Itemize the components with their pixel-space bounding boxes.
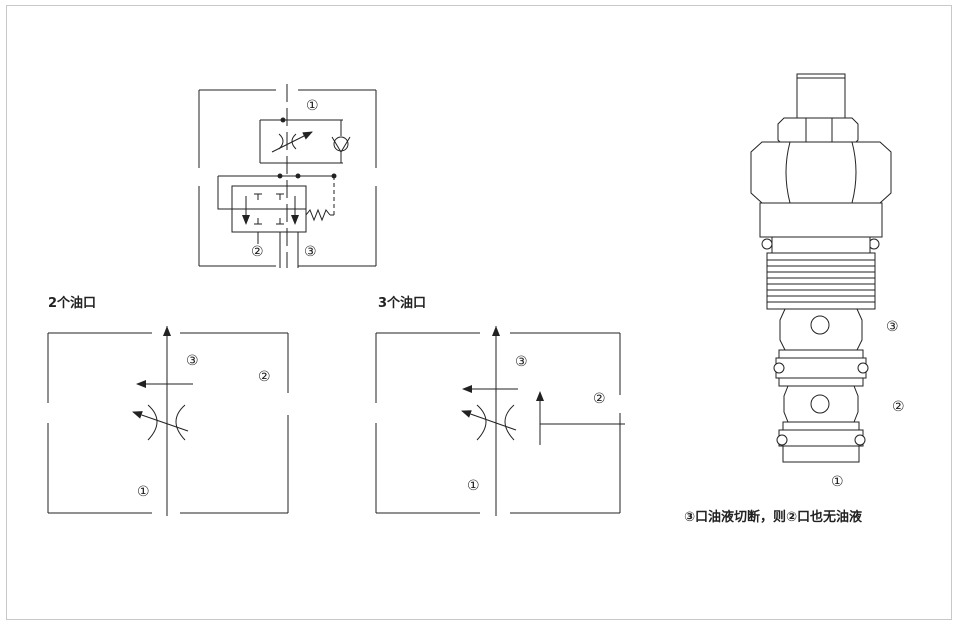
valve-caption: ③口油液切断，则②口也无油液 [684, 509, 862, 525]
figure-frame [6, 5, 952, 620]
schematic-port-2-label: ② [251, 244, 264, 260]
hydraulic-schematic [198, 84, 377, 268]
schematic-port-1-label: ① [306, 98, 319, 114]
two-port-title: 2个油口 [48, 295, 96, 311]
three-port-port-1-label: ① [467, 478, 480, 494]
valve-port-1-label: ① [831, 474, 844, 490]
valve-port-2-label: ② [892, 399, 905, 415]
three-port-port-2-label: ② [593, 391, 606, 407]
two-port-diagram [47, 326, 289, 516]
two-port-port-3-label: ③ [186, 353, 199, 369]
schematic-port-3-label: ③ [304, 244, 317, 260]
valve-port-3-label: ③ [886, 319, 899, 335]
two-port-port-2-label: ② [258, 369, 271, 385]
three-port-diagram [375, 326, 625, 516]
three-port-title: 3个油口 [378, 295, 426, 311]
three-port-port-3-label: ③ [515, 354, 528, 370]
two-port-port-1-label: ① [137, 484, 150, 500]
cartridge-valve-drawing [750, 73, 892, 463]
